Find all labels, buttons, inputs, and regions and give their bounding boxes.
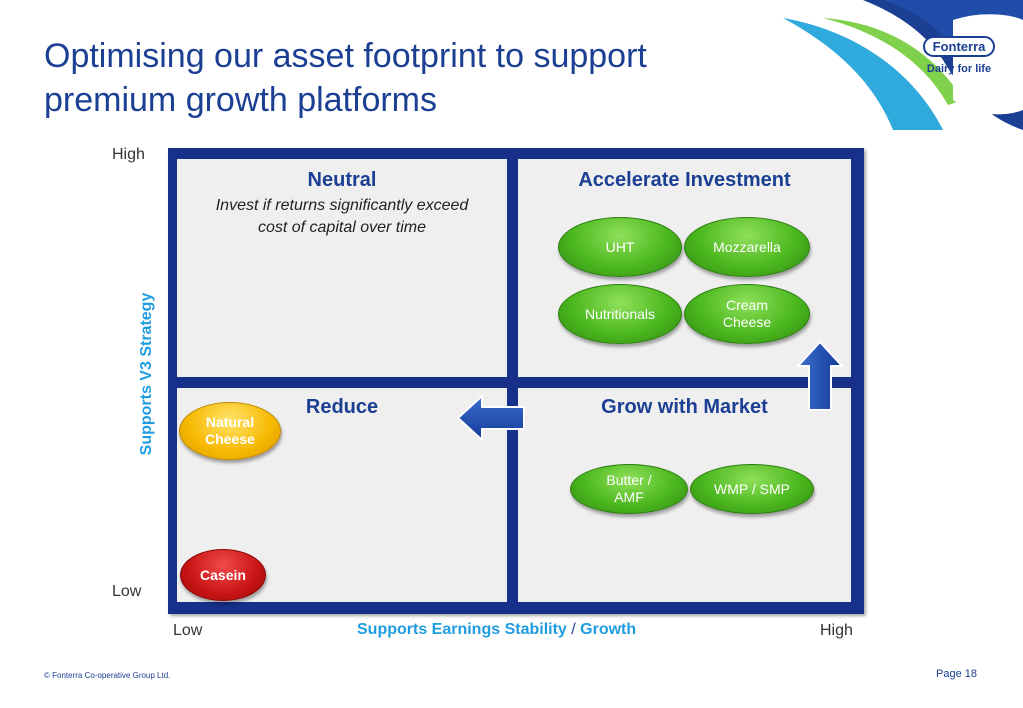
item-casein-label: Casein xyxy=(200,566,246,583)
item-natural-cheese-label: Natural Cheese xyxy=(205,414,255,448)
fonterra-logo: Fonterra Dairy for life xyxy=(916,36,1002,75)
item-cream-cheese: Cream Cheese xyxy=(684,284,810,344)
natural-cheese-line2: Cheese xyxy=(205,431,255,447)
quadrant-reduce-heading: Reduce xyxy=(305,396,379,418)
x-axis-title: Supports Earnings Stability / Growth xyxy=(357,621,636,639)
item-natural-cheese: Natural Cheese xyxy=(179,402,281,460)
y-axis-high-label: High xyxy=(112,146,145,163)
x-axis-low-label: Low xyxy=(173,622,203,639)
logo-swoosh-graphic xyxy=(783,0,1023,130)
natural-cheese-line1: Natural xyxy=(205,414,255,430)
quadrant-neutral: Neutral Invest if returns significantly … xyxy=(177,159,507,377)
item-butter-amf: Butter / AMF xyxy=(570,464,688,514)
item-cream-cheese-label: Cream Cheese xyxy=(723,297,771,331)
item-butter-amf-label: Butter / AMF xyxy=(606,472,651,506)
quadrant-accelerate-investment: Accelerate Investment UHT Mozzarella Nut… xyxy=(518,159,851,377)
x-axis-title-separator: / xyxy=(566,621,581,638)
quadrant-grow-with-market: Grow with Market Butter / AMF WMP / SMP xyxy=(518,388,851,602)
item-wmp-smp-label: WMP / SMP xyxy=(714,480,790,497)
cream-cheese-line1: Cream xyxy=(725,297,768,313)
quadrant-reduce: Reduce Natural Cheese Casein xyxy=(177,388,507,602)
slide-title-line2: premium growth platforms xyxy=(44,81,438,119)
item-mozzarella: Mozzarella xyxy=(684,217,810,277)
item-nutritionals: Nutritionals xyxy=(558,284,682,344)
item-wmp-smp: WMP / SMP xyxy=(690,464,814,514)
logo-tagline: Dairy for life xyxy=(926,63,992,75)
logo-brand-text: Fonterra xyxy=(922,36,996,57)
strategy-matrix: Neutral Invest if returns significantly … xyxy=(168,148,864,614)
x-axis-title-part1: Supports Earnings Stability xyxy=(357,621,567,638)
y-axis-low-label: Low xyxy=(112,583,142,600)
cream-cheese-line2: Cheese xyxy=(722,314,772,330)
quadrant-accelerate-heading: Accelerate Investment xyxy=(578,169,791,191)
x-axis-high-label: High xyxy=(820,622,853,639)
item-nutritionals-label: Nutritionals xyxy=(584,305,656,322)
butter-amf-line2: AMF xyxy=(614,489,644,505)
arrow-left-icon xyxy=(457,395,525,441)
quadrant-neutral-description: Invest if returns significantly exceed c… xyxy=(177,195,507,239)
quadrant-grow-heading: Grow with Market xyxy=(601,396,768,418)
arrow-up-icon xyxy=(797,341,843,411)
footer-copyright: © Fonterra Co-operative Group Ltd. xyxy=(44,671,171,680)
slide-title: Optimising our asset footprint to suppor… xyxy=(44,34,744,122)
butter-amf-line1: Butter / xyxy=(606,472,652,488)
x-axis-title-part2: Growth xyxy=(580,621,637,638)
item-casein: Casein xyxy=(180,549,266,601)
item-uht-label: UHT xyxy=(605,238,635,255)
y-axis-title: Supports V3 Strategy xyxy=(138,292,155,456)
slide-title-line1: Optimising our asset footprint to suppor… xyxy=(44,37,647,75)
quadrant-neutral-heading: Neutral xyxy=(307,169,377,191)
footer-page-number: Page 18 xyxy=(936,668,977,680)
neutral-description-line2: cost of capital over time xyxy=(257,219,427,236)
neutral-description-line1: Invest if returns significantly exceed xyxy=(215,197,469,214)
item-uht: UHT xyxy=(558,217,682,277)
item-mozzarella-label: Mozzarella xyxy=(713,238,781,255)
